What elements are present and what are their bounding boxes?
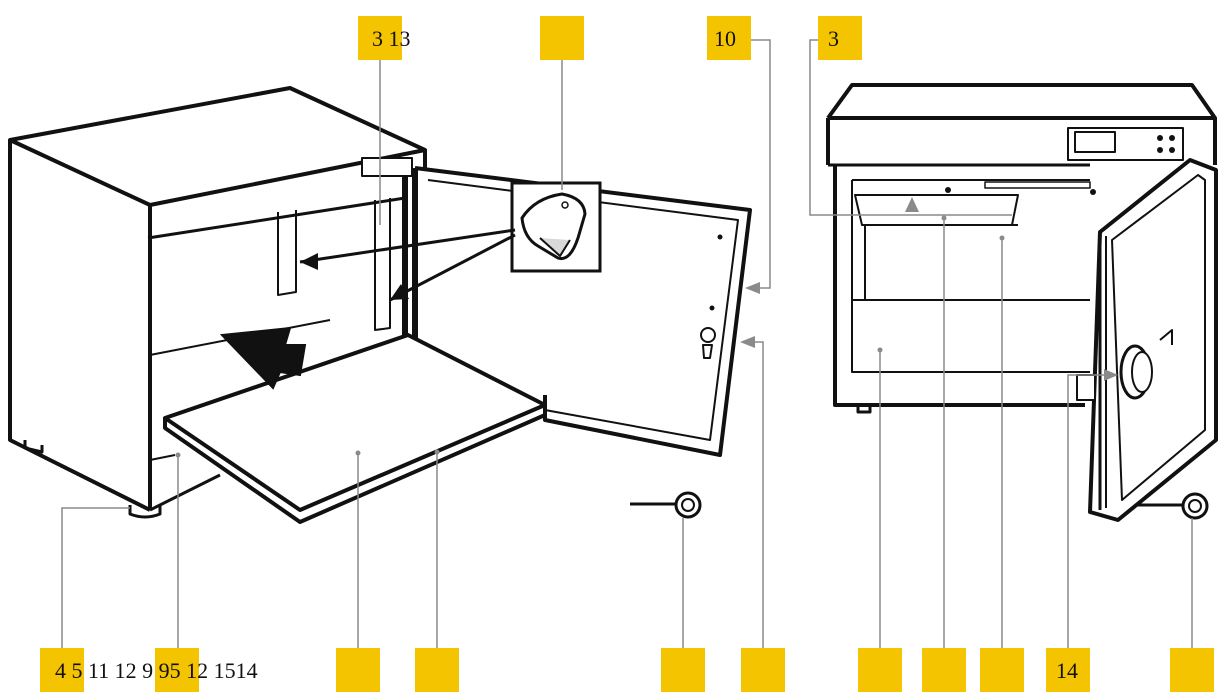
right-cabinet-door bbox=[1076, 158, 1218, 522]
callout-label-bottom-right: 14 bbox=[1056, 658, 1078, 683]
left-cabinet-shelf bbox=[163, 333, 547, 524]
callout-label-top-left: 3 13 bbox=[372, 26, 411, 51]
callout-box-bottom-6 bbox=[741, 648, 785, 692]
callout-box-top-right bbox=[818, 16, 862, 60]
callout-box-bottom-9 bbox=[980, 648, 1024, 692]
callout-label-top-center-right: 10 bbox=[714, 26, 736, 51]
callout-box-top-center-right bbox=[707, 16, 751, 60]
leader-lines bbox=[61, 39, 1193, 648]
key-icon-right bbox=[1138, 492, 1209, 520]
callout-box-bottom-4 bbox=[415, 648, 459, 692]
insertion-arrow-icon bbox=[219, 326, 307, 390]
callout-box-bottom-3 bbox=[336, 648, 380, 692]
callout-label-top-right: 3 bbox=[828, 26, 839, 51]
callout-label-bottom-left-row: 4 5 11 12 9 95 12 1514 bbox=[55, 658, 258, 683]
right-cabinet bbox=[826, 83, 1217, 414]
callout-box-bottom-10 bbox=[1046, 648, 1090, 692]
callout-box-bottom-1 bbox=[40, 648, 84, 692]
callout-box-bottom-2 bbox=[155, 648, 199, 692]
callout-box-bottom-5 bbox=[661, 648, 705, 692]
key-icon bbox=[630, 491, 702, 519]
left-cabinet bbox=[8, 86, 427, 519]
callout-box-top-center bbox=[540, 16, 584, 60]
magnetic-seal-detail bbox=[299, 181, 602, 302]
callout-box-top-left bbox=[358, 16, 402, 60]
callout-box-bottom-7 bbox=[858, 648, 902, 692]
callout-box-bottom-8 bbox=[922, 648, 966, 692]
leader-arrowheads bbox=[175, 197, 1118, 458]
callout-box-bottom-11 bbox=[1170, 648, 1214, 692]
